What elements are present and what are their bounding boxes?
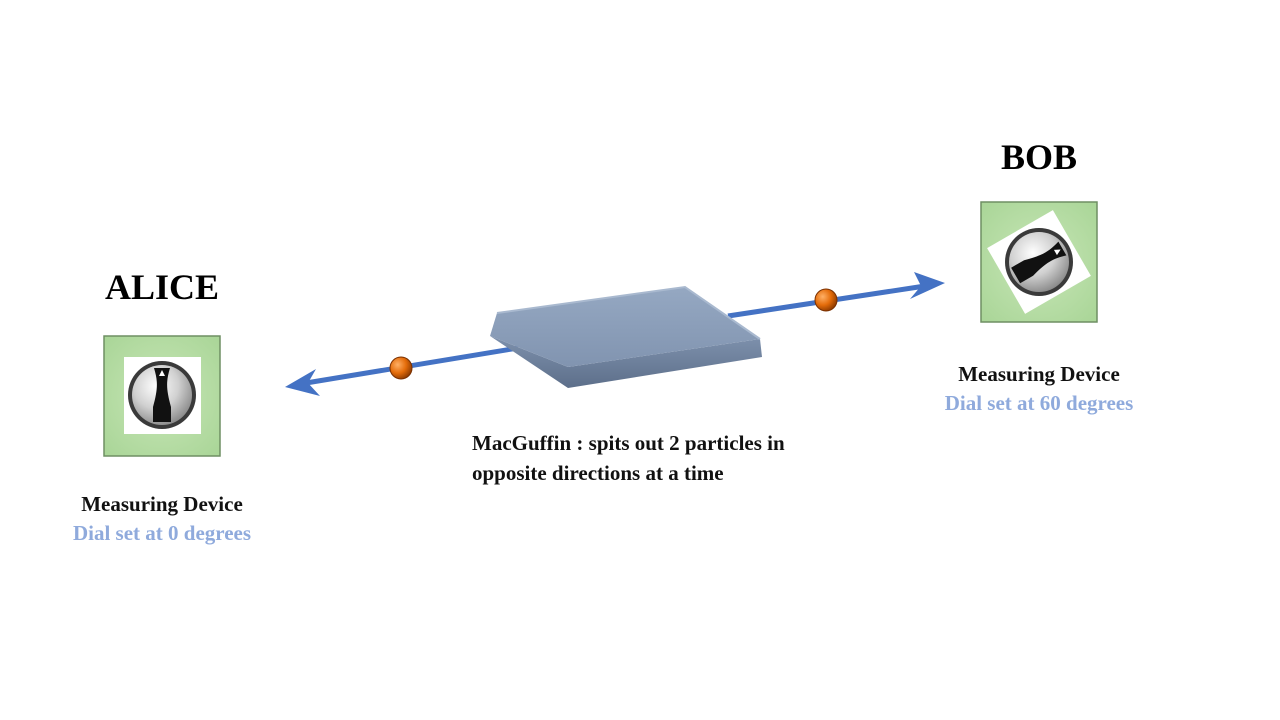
particle-left (389, 356, 413, 380)
macguffin-caption-line1: MacGuffin : spits out 2 particles in (472, 431, 785, 455)
bob-device-setting: Dial set at 60 degrees (944, 391, 1134, 415)
particle-right (814, 288, 838, 312)
alice-device-setting: Dial set at 0 degrees (72, 521, 252, 545)
dial-knob-icon (128, 361, 196, 429)
macguffin-box (490, 285, 762, 388)
right-arrow (727, 272, 945, 319)
alice-device-label: Measuring Device (81, 492, 243, 516)
bob-device-label: Measuring Device (958, 362, 1120, 386)
bob-measuring-device (980, 201, 1098, 323)
macguffin-caption-line2: opposite directions at a time (472, 461, 724, 485)
alice-measuring-device (103, 335, 221, 457)
alice-title: ALICE (104, 267, 220, 307)
dial-knob-icon (1005, 228, 1073, 296)
bob-title: BOB (1000, 137, 1078, 177)
macguffin-caption: MacGuffin : spits out 2 particles in opp… (472, 428, 785, 488)
